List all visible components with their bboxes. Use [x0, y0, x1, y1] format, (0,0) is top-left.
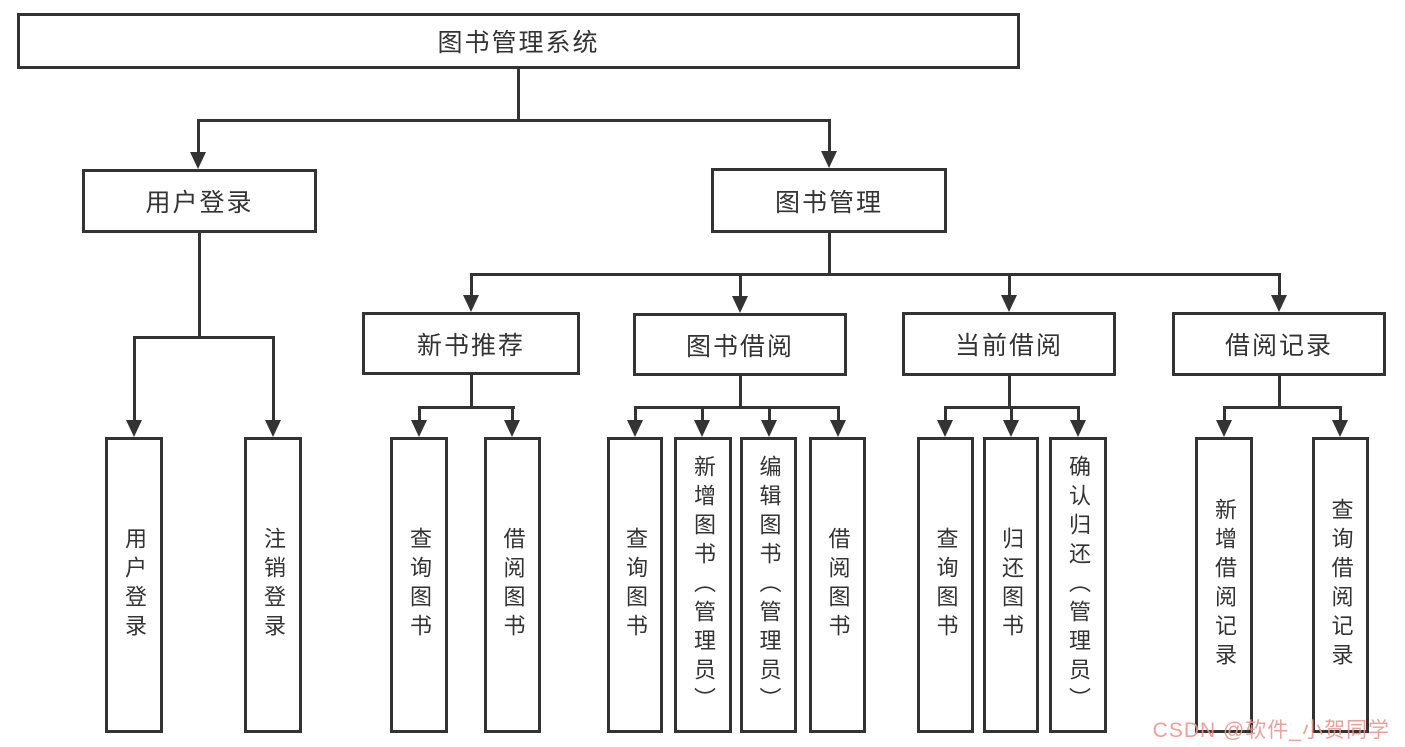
connector-line: [1223, 406, 1226, 421]
connector-line: [272, 336, 275, 421]
connector-line: [701, 406, 704, 421]
arrow-down-icon: [265, 420, 281, 437]
connector-line: [768, 406, 771, 421]
leaf-query-books: 查询图书: [390, 437, 448, 733]
connector-line: [1339, 406, 1342, 421]
leaf-label: 借阅图书: [500, 527, 526, 643]
leaf-borrow-books: 借阅图书: [809, 437, 866, 733]
arrow-down-icon: [937, 420, 953, 437]
arrow-down-icon: [830, 420, 846, 437]
leaf-label: 新增借阅记录: [1212, 498, 1237, 672]
node-borrow-records: 借阅记录: [1172, 312, 1386, 376]
leaf-edit-books-admin: 编辑图书（管理员）: [740, 437, 797, 733]
arrow-down-icon: [504, 420, 520, 437]
leaf-add-books-admin: 新增图书（管理员）: [674, 437, 732, 733]
node-new-book-recommend: 新书推荐: [362, 312, 580, 375]
connector-line: [828, 233, 831, 273]
node-book-management: 图书管理: [711, 168, 947, 233]
node-label: 用户登录: [145, 189, 254, 217]
connector-line: [837, 406, 840, 421]
csdn-watermark: CSDN @软件_小贺同学: [1152, 719, 1390, 742]
leaf-label: 注销登录: [261, 527, 286, 643]
leaf-query-books: 查询图书: [917, 437, 974, 733]
arrow-down-icon: [694, 420, 710, 437]
node-label: 借阅记录: [1224, 332, 1333, 360]
arrow-down-icon: [627, 420, 643, 437]
arrow-down-icon: [126, 420, 142, 437]
connector-line: [198, 233, 201, 336]
connector-line: [634, 406, 637, 421]
leaf-label: 编辑图书（管理员）: [756, 454, 782, 716]
leaf-user-login: 用户登录: [105, 437, 163, 733]
node-label: 当前借阅: [954, 332, 1063, 360]
leaf-label: 借阅图书: [825, 527, 851, 643]
connector-line: [517, 69, 520, 119]
connector-line: [133, 336, 136, 421]
leaf-confirm-return-admin: 确认归还（管理员）: [1049, 437, 1107, 733]
leaf-query-borrow-record: 查询借阅记录: [1312, 437, 1369, 733]
connector-line: [1077, 406, 1080, 421]
leaf-label: 查询图书: [623, 527, 648, 643]
arrow-down-icon: [732, 296, 748, 313]
connector-line: [470, 273, 1281, 276]
leaf-return-books: 归还图书: [983, 437, 1039, 733]
connector-line: [1278, 273, 1281, 296]
connector-line: [1008, 273, 1011, 296]
connector-line: [944, 406, 947, 421]
connector-line: [470, 273, 473, 296]
connector-line: [470, 375, 473, 406]
connector-line: [197, 119, 200, 153]
leaf-add-borrow-record: 新增借阅记录: [1195, 437, 1253, 733]
connector-line: [1010, 406, 1013, 421]
connector-line: [418, 406, 515, 409]
connector-line: [1223, 406, 1342, 409]
arrow-down-icon: [1332, 420, 1348, 437]
leaf-label: 用户登录: [122, 527, 147, 643]
arrow-down-icon: [190, 152, 206, 169]
node-label: 新书推荐: [416, 331, 525, 360]
arrow-down-icon: [761, 420, 777, 437]
connector-line: [511, 406, 514, 421]
connector-line: [634, 406, 840, 409]
arrow-down-icon: [1271, 295, 1287, 312]
node-current-borrowing: 当前借阅: [902, 312, 1116, 376]
node-label: 图书借阅: [685, 332, 794, 361]
leaf-label: 确认归还（管理员）: [1066, 454, 1091, 716]
arrow-down-icon: [411, 420, 427, 437]
connector-line: [1008, 376, 1011, 406]
node-root: 图书管理系统: [17, 13, 1020, 69]
connector-line: [828, 119, 831, 153]
leaf-label: 新增图书（管理员）: [691, 454, 716, 716]
leaf-label: 查询借阅记录: [1328, 498, 1354, 672]
leaf-label: 查询图书: [933, 527, 959, 643]
connector-line: [133, 336, 275, 339]
connector-line: [197, 119, 831, 122]
node-label: 图书管理系统: [437, 29, 600, 57]
leaf-label: 查询图书: [407, 527, 432, 643]
arrow-down-icon: [1001, 295, 1017, 312]
connector-line: [739, 376, 742, 406]
connector-line: [418, 406, 421, 421]
leaf-label: 归还图书: [999, 527, 1024, 643]
arrow-down-icon: [1070, 420, 1086, 437]
arrow-down-icon: [463, 295, 479, 312]
node-user-login: 用户登录: [82, 169, 317, 233]
arrow-down-icon: [1216, 420, 1232, 437]
leaf-logout: 注销登录: [244, 437, 302, 733]
node-book-borrowing: 图书借阅: [633, 313, 847, 376]
node-label: 图书管理: [774, 188, 883, 217]
connector-line: [739, 273, 742, 296]
arrow-down-icon: [821, 151, 837, 168]
leaf-query-books: 查询图书: [607, 437, 663, 733]
arrow-down-icon: [1003, 420, 1019, 437]
connector-line: [1278, 376, 1281, 406]
leaf-borrow-books: 借阅图书: [484, 437, 541, 733]
